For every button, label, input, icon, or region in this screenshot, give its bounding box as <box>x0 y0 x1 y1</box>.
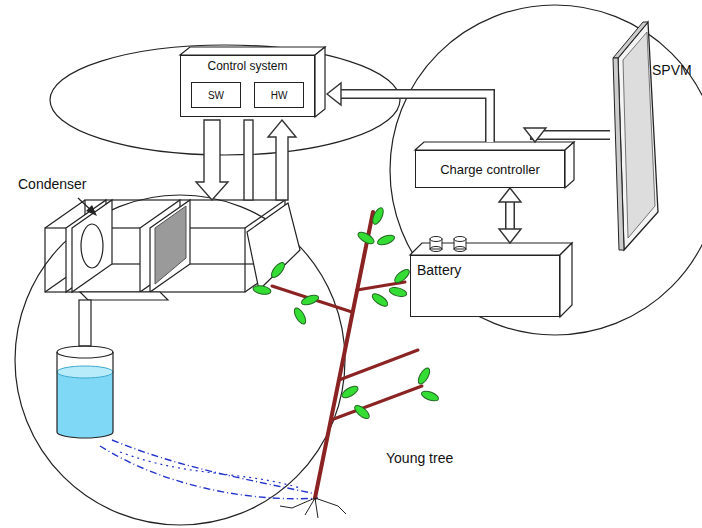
cooling-plate <box>150 200 190 292</box>
arrow-head <box>499 229 521 243</box>
hollow-arrow <box>196 120 228 200</box>
leaf <box>340 384 360 400</box>
node-label: Charge controller <box>440 162 540 177</box>
water <box>57 372 113 438</box>
water-flow <box>120 452 300 488</box>
condenser-housing <box>45 200 285 292</box>
leaf <box>420 389 440 403</box>
node-label: SPVM <box>652 62 692 78</box>
arrow-head <box>327 83 341 105</box>
node-label: Battery <box>411 256 559 278</box>
node-label: Control system <box>181 56 314 73</box>
fan-plate <box>72 200 112 292</box>
arrow-outline <box>535 128 610 135</box>
cooling-surface <box>155 206 186 284</box>
region-ellipse <box>50 45 400 155</box>
leaf <box>376 233 396 247</box>
arrow-body <box>535 128 610 135</box>
tree-branch <box>339 350 418 380</box>
leaf <box>393 267 412 285</box>
root <box>315 498 346 514</box>
hollow-arrow <box>268 120 296 200</box>
leaf <box>370 292 389 309</box>
box-top-face <box>415 142 574 150</box>
battery-terminal-base <box>454 247 466 252</box>
box-side-face <box>560 243 572 317</box>
water-flow <box>100 446 318 499</box>
power-arrow <box>524 128 610 142</box>
leaf <box>269 261 287 280</box>
charge-controller-box: Charge controller <box>415 150 565 188</box>
box-side-face <box>315 47 325 117</box>
leaf <box>356 230 376 246</box>
tree-trunk <box>315 212 373 498</box>
panel-shape <box>606 18 698 256</box>
root <box>305 498 315 515</box>
signal-bar <box>244 120 253 200</box>
region-circle <box>15 195 345 525</box>
leaf <box>353 403 372 421</box>
node-label: SW <box>208 90 224 101</box>
water-flow <box>112 440 316 494</box>
arrow-head <box>499 188 521 202</box>
region-circle <box>390 5 702 335</box>
battery-box: Battery <box>410 255 560 317</box>
leaf <box>300 293 320 307</box>
box-side-face <box>565 142 574 188</box>
leaf <box>371 206 386 226</box>
leaf <box>292 306 308 326</box>
arrow-head <box>524 128 546 142</box>
software-box: SW <box>191 82 241 108</box>
root <box>315 498 318 518</box>
beaker <box>57 352 113 438</box>
drain-gutter <box>80 292 168 300</box>
node-label: HW <box>271 90 288 101</box>
tree-branch <box>272 286 352 312</box>
tree-roots <box>280 498 346 518</box>
hardware-box: HW <box>254 82 304 108</box>
arrow-outline <box>505 202 515 229</box>
panel-edge <box>613 58 624 250</box>
battery-terminal-top <box>454 237 466 242</box>
power-arrow <box>499 188 521 243</box>
condenser-lid <box>247 203 300 290</box>
water-surface <box>57 366 113 378</box>
arrow-body <box>341 94 490 142</box>
leaf <box>388 286 407 298</box>
panel-cells <box>623 32 655 238</box>
control-system-box: Control systemSW HW <box>180 55 315 117</box>
leader-head <box>86 205 97 216</box>
part-label: Condenser <box>18 176 87 192</box>
fan-symbol <box>81 224 103 268</box>
solar-panel: SPVM <box>606 18 698 256</box>
beaker-rim <box>57 346 113 358</box>
arrow-outline <box>341 94 490 142</box>
part-label: Young tree <box>386 450 453 466</box>
box-top-face <box>180 47 325 55</box>
battery-terminal-base <box>430 247 442 252</box>
leaf <box>252 284 271 295</box>
arrow-body <box>507 202 514 229</box>
power-arrow <box>327 83 490 142</box>
panel-frame <box>618 22 658 250</box>
drain-tube <box>79 300 91 346</box>
battery-terminal-top <box>430 237 442 242</box>
leaf <box>416 366 432 386</box>
